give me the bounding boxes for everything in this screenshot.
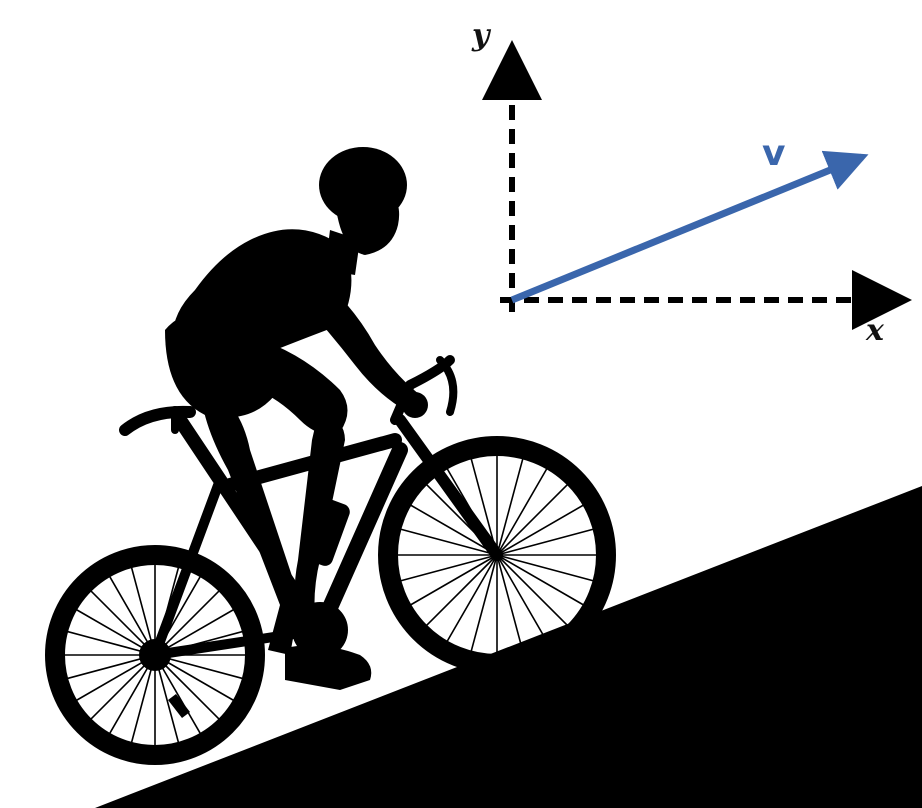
- wheel-spoke: [496, 504, 585, 556]
- wheel-spoke: [409, 554, 498, 606]
- wheel-spoke: [400, 528, 498, 556]
- rear-derailleur: [168, 694, 190, 718]
- coordinate-axes: y x: [471, 18, 912, 348]
- wheel-spoke: [496, 467, 548, 556]
- wheel-spoke: [409, 504, 498, 556]
- velocity-arrow: [510, 150, 869, 304]
- wheel-spoke: [425, 554, 498, 627]
- wheel-spoke: [496, 458, 524, 556]
- wheel-spoke: [446, 554, 498, 643]
- wheel-spoke: [496, 554, 524, 652]
- wheel-spoke: [496, 554, 548, 643]
- hill-slope: [95, 486, 922, 808]
- y-axis-label: y: [471, 18, 492, 53]
- rider: [165, 147, 428, 690]
- wheel-spoke: [496, 554, 569, 627]
- cyclist-silhouette: [45, 147, 616, 765]
- wheel-spoke: [470, 554, 498, 652]
- wheel-spoke: [496, 554, 585, 606]
- velocity-vector: v: [510, 133, 869, 304]
- wheel-spoke: [496, 554, 594, 582]
- wheel-spoke: [496, 483, 569, 556]
- wheel-spoke: [496, 528, 594, 556]
- x-axis-label: x: [865, 313, 885, 348]
- velocity-label: v: [762, 133, 785, 174]
- wheel-spoke: [400, 554, 498, 582]
